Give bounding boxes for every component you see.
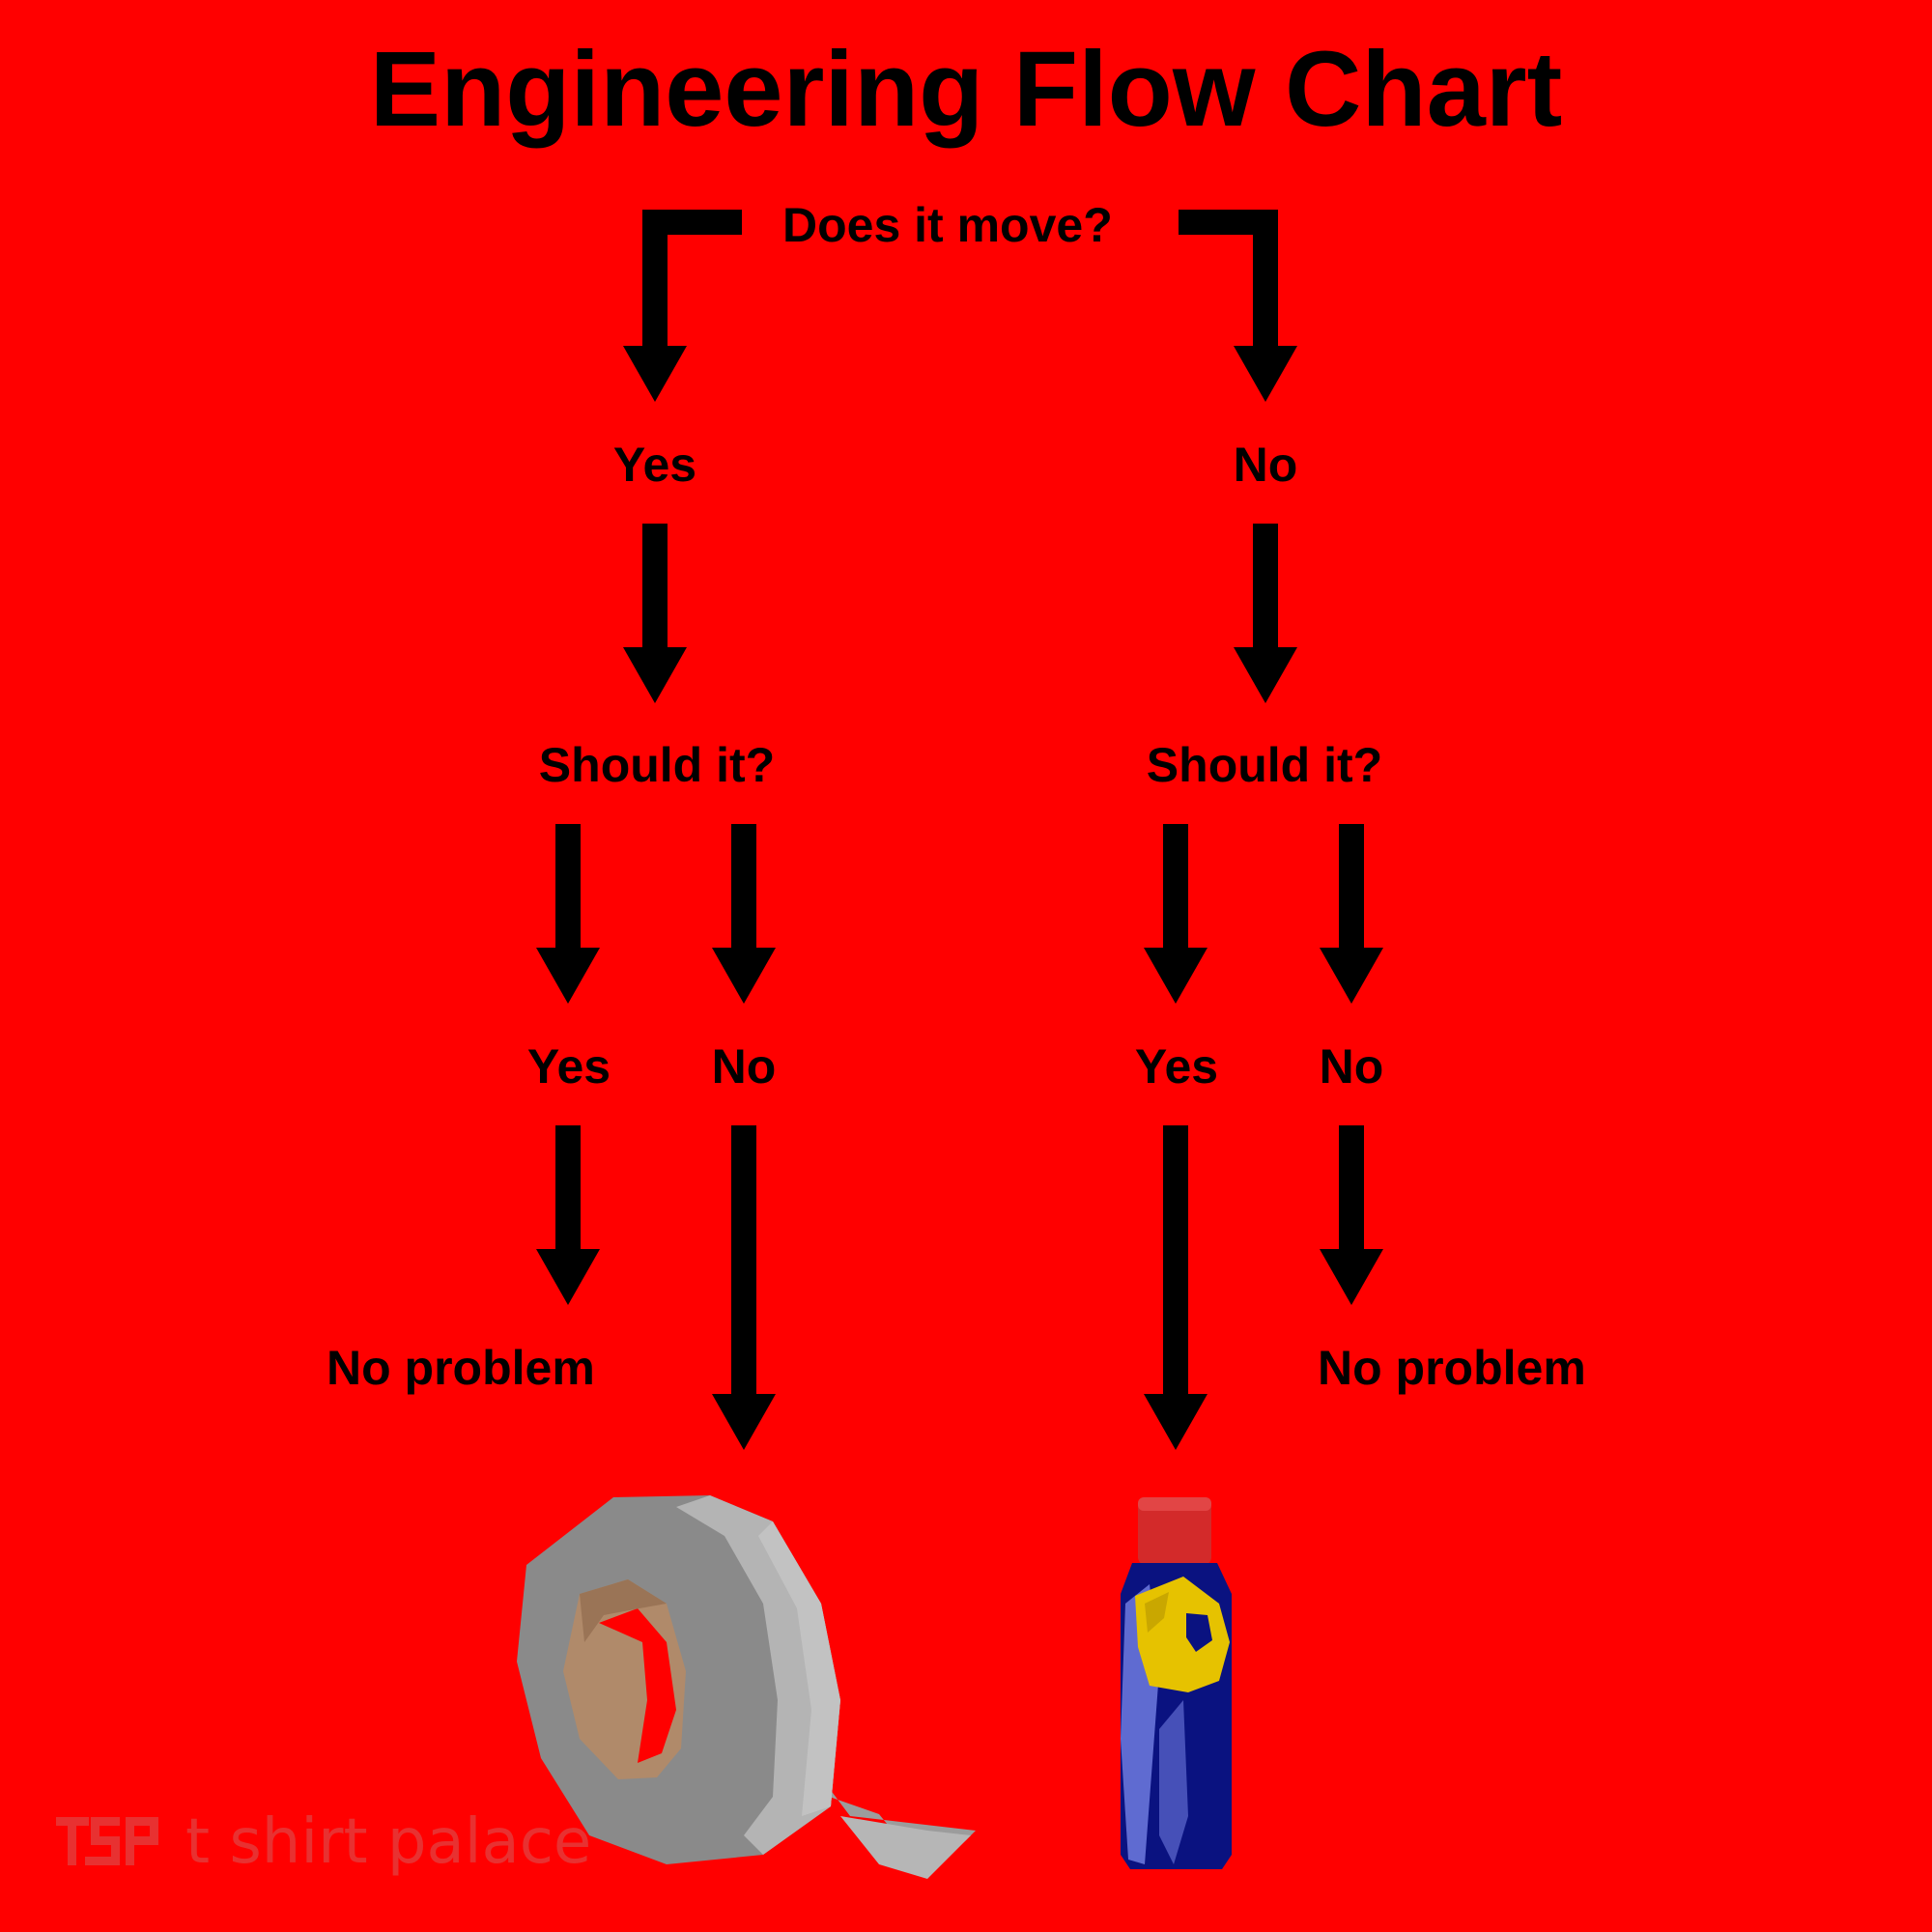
arrow-right-should-to-no: [1320, 824, 1383, 1004]
right-no-result: No problem: [1318, 1341, 1586, 1395]
right-no-label: No: [1319, 1039, 1384, 1094]
arrow-right-yes-to-can: [1144, 1125, 1208, 1450]
duct-tape-icon: [517, 1495, 976, 1879]
right-yes-label: Yes: [1134, 1039, 1219, 1094]
watermark-logo-icon: [56, 1817, 158, 1865]
root-question: Does it move?: [782, 198, 1113, 252]
left-no-label: No: [711, 1039, 777, 1094]
left-branch-question: Should it?: [538, 738, 776, 792]
right-branch-question: Should it?: [1146, 738, 1383, 792]
left-yes-label: Yes: [526, 1039, 611, 1094]
page-title: Engineering Flow Chart: [369, 30, 1563, 149]
arrow-root-to-yes: [623, 210, 742, 402]
watermark-text: t shirt palace: [185, 1806, 592, 1878]
arrow-root-to-no: [1179, 210, 1297, 402]
arrow-left-yes-to-noproblem: [536, 1125, 600, 1305]
right-branch-answer: No: [1233, 438, 1298, 492]
arrow-right-no-to-noproblem: [1320, 1125, 1383, 1305]
arrow-left-should-to-yes: [536, 824, 600, 1004]
arrow-no-to-should: [1234, 524, 1297, 703]
arrow-left-no-to-tape: [712, 1125, 776, 1450]
watermark: t shirt palace: [56, 1806, 591, 1878]
left-branch-answer: Yes: [612, 438, 697, 492]
arrow-yes-to-should: [623, 524, 687, 703]
lubricant-spray-can-icon: [1121, 1497, 1232, 1869]
arrow-right-should-to-yes: [1144, 824, 1208, 1004]
left-yes-result: No problem: [327, 1341, 595, 1395]
arrow-left-should-to-no: [712, 824, 776, 1004]
